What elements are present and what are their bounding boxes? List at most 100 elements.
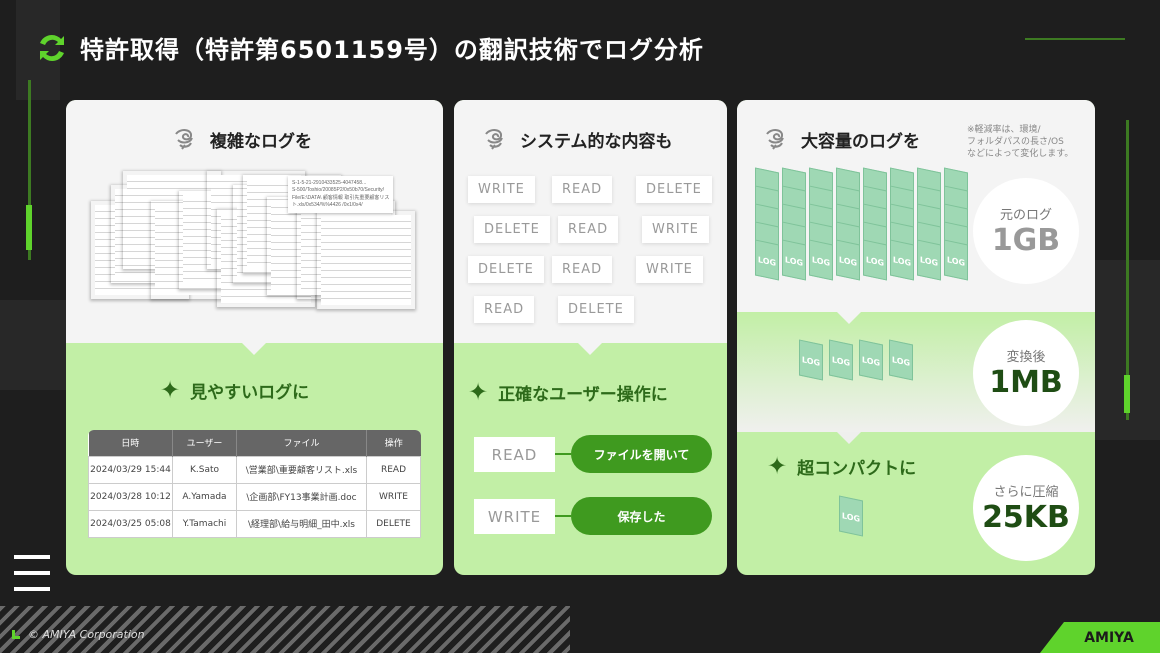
- card-top: 複雑なログを S-1-5-21-2910433525-4047458... S-…: [66, 100, 443, 343]
- bg-panel: [0, 300, 66, 390]
- log-document: S-1-5-21-2910433525-4047458... S-500/Tos…: [288, 176, 394, 214]
- log-file-icon: LOG: [889, 339, 913, 381]
- pointer-arrow: [837, 312, 861, 324]
- cell: 2024/03/25 05:08: [88, 509, 173, 538]
- op-read: READ: [474, 437, 555, 472]
- log-line: File/E:\DATA\ 顧客情報 取引先重要顧客リス: [292, 194, 390, 201]
- copyright: © AMIYA Corporation: [12, 628, 145, 641]
- swirl-icon: [485, 129, 503, 150]
- badge-value: 25KB: [982, 500, 1070, 535]
- subheading-text: 超コンパクトに: [797, 458, 917, 479]
- badge-label: 変換後: [1006, 350, 1046, 365]
- operation-tag: WRITE: [636, 256, 703, 283]
- pointer-arrow: [837, 432, 861, 444]
- cell: A.Yamada: [172, 482, 237, 511]
- swirl-icon: [175, 129, 193, 150]
- log-file-icon: LOG: [836, 239, 860, 281]
- operation-tag: DELETE: [474, 216, 550, 243]
- card-subheading: ✦ 見やすいログに: [160, 376, 309, 404]
- operation-tag: READ: [474, 296, 535, 323]
- corner-mark-icon: [12, 630, 20, 639]
- reduction-note: ※軽減率は、環境/ フォルダパスの長さ/OS などによって変化します。: [967, 124, 1073, 160]
- brand-logo: AMIYA: [1040, 622, 1160, 653]
- page-title: 特許取得（特許第6501159号）の翻訳技術でログ分析: [36, 30, 704, 65]
- cell: \企画部\FY13事業計画.doc: [236, 482, 367, 511]
- accent-line: [28, 80, 31, 260]
- accent-line: [1124, 375, 1130, 413]
- col-header: 操作: [366, 430, 421, 456]
- accent-line: [1025, 38, 1125, 40]
- card-compression: 大容量のログを ※軽減率は、環境/ フォルダパスの長さ/OS などによって変化し…: [737, 100, 1095, 575]
- cell: WRITE: [366, 482, 421, 511]
- sparkle-icon: ✦: [468, 378, 489, 406]
- badge-value: 1GB: [991, 223, 1061, 258]
- note-line: などによって変化します。: [967, 149, 1074, 159]
- operation-tag: DELETE: [468, 256, 544, 283]
- pointer-arrow: [578, 343, 602, 355]
- operation-tag: READ: [558, 216, 619, 243]
- card-subheading: ✦ 正確なユーザー操作に: [468, 378, 668, 406]
- operation-tag: WRITE: [642, 216, 709, 243]
- card-complex-logs: 複雑なログを S-1-5-21-2910433525-4047458... S-…: [66, 100, 443, 575]
- cell: 2024/03/28 10:12: [88, 482, 173, 511]
- pointer-arrow: [242, 343, 266, 355]
- title-text: 特許取得（特許第6501159号）の翻訳技術でログ分析: [80, 36, 704, 64]
- badge-value: 1MB: [989, 365, 1063, 400]
- card-heading: 複雑なログを: [172, 126, 312, 152]
- log-line: ト.xls/0x534/%%4426 /0x1/0x4/: [292, 201, 363, 208]
- card-top: 大容量のログを ※軽減率は、環境/ フォルダパスの長さ/OS などによって変化し…: [737, 100, 1095, 312]
- copyright-text: © AMIYA Corporation: [28, 628, 145, 641]
- col-header: 日時: [88, 430, 173, 456]
- sparkle-icon: ✦: [160, 376, 181, 404]
- subheading-text: 正確なユーザー操作に: [498, 384, 668, 405]
- card-heading: システム的な内容も: [482, 126, 673, 152]
- log-file-icon: LOG: [799, 339, 823, 381]
- heading-text: システム的な内容も: [520, 131, 673, 152]
- operation-tag: READ: [552, 256, 613, 283]
- operation-tag: WRITE: [468, 176, 535, 203]
- footer-stripes: [0, 606, 570, 653]
- badge-label: 元のログ: [999, 208, 1052, 223]
- card-subheading: ✦ 超コンパクトに: [767, 452, 916, 480]
- swirl-icon: [766, 129, 784, 150]
- note-line: ※軽減率は、環境/: [967, 125, 1041, 135]
- op-write: WRITE: [474, 499, 555, 534]
- log-sheet: [316, 210, 416, 310]
- cell: READ: [366, 455, 421, 484]
- refresh-logo-icon: [40, 34, 64, 61]
- operation-tag: READ: [552, 176, 613, 203]
- cell: DELETE: [366, 509, 421, 538]
- cell: Y.Tamachi: [172, 509, 237, 538]
- log-file-icon: LOG: [859, 339, 883, 381]
- badge-label: さらに圧縮: [993, 485, 1059, 500]
- accent-line: [26, 205, 32, 250]
- heading-text: 複雑なログを: [210, 131, 312, 152]
- cell: K.Sato: [172, 455, 237, 484]
- sparkle-icon: ✦: [767, 452, 788, 480]
- op-desc-open: ファイルを開いて: [555, 435, 712, 473]
- accent-line: [1126, 120, 1129, 420]
- op-desc-save: 保存した: [555, 497, 712, 535]
- log-line: S-500/Toshio/20085P2/0x50b70/Security/: [292, 187, 385, 194]
- menu-button[interactable]: [14, 555, 50, 603]
- log-file-icon: LOG: [829, 339, 853, 381]
- converted-size-badge: 変換後 1MB: [973, 320, 1079, 426]
- bg-panel: [16, 0, 60, 100]
- log-file-icon: LOG: [944, 239, 968, 281]
- col-header: ユーザー: [172, 430, 237, 456]
- cell: 2024/03/29 15:44: [88, 455, 173, 484]
- log-file-icon: LOG: [782, 239, 806, 281]
- compressed-size-badge: さらに圧縮 25KB: [973, 455, 1079, 561]
- log-file-icon: LOG: [809, 239, 833, 281]
- log-file-icon: LOG: [839, 495, 863, 537]
- card-heading: 大容量のログを: [763, 126, 920, 152]
- subheading-text: 見やすいログに: [190, 382, 310, 403]
- log-file-icon: LOG: [755, 239, 779, 281]
